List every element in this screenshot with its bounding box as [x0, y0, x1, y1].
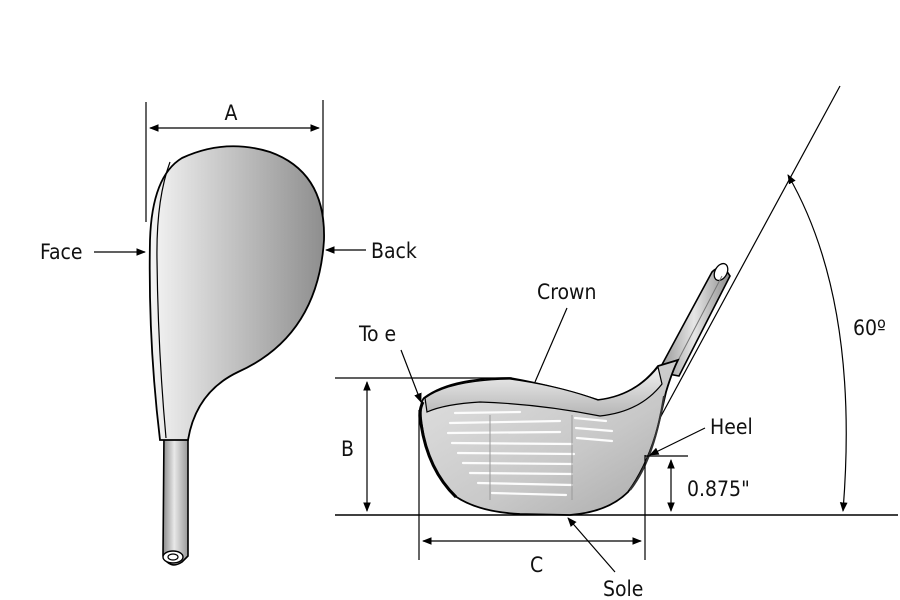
label-height: 0.875"	[687, 477, 750, 501]
left-face-edge	[156, 161, 171, 439]
right-crown	[424, 365, 663, 417]
left-shaft-bore	[167, 553, 179, 561]
crown-leader	[534, 307, 568, 383]
right-view: B C 0.875" Crown To e Heel Sole 60º	[335, 85, 898, 600]
label-a: A	[225, 101, 238, 125]
right-hosel	[656, 267, 731, 377]
label-face: Face	[40, 240, 83, 264]
left-shaft	[162, 431, 189, 566]
label-back: Back	[371, 239, 417, 263]
shaft-angle-line	[659, 85, 841, 419]
label-sole: Sole	[603, 577, 643, 600]
hosel-top	[713, 262, 729, 282]
label-crown: Crown	[537, 280, 596, 304]
left-club-head	[148, 145, 325, 441]
label-heel: Heel	[710, 415, 753, 439]
face-grooves	[446, 410, 614, 500]
hosel-highlight	[671, 275, 723, 373]
angle-arc	[787, 174, 848, 512]
left-view: A Face Back	[40, 100, 417, 566]
toe-edge	[418, 401, 458, 499]
label-toe: To e	[358, 322, 396, 346]
label-b: B	[341, 437, 354, 461]
label-c: C	[530, 553, 543, 577]
right-club-head	[419, 358, 680, 516]
sole-leader	[567, 517, 616, 573]
heel-leader	[649, 427, 706, 456]
toe-leader	[400, 349, 422, 403]
label-angle: 60º	[853, 316, 886, 340]
